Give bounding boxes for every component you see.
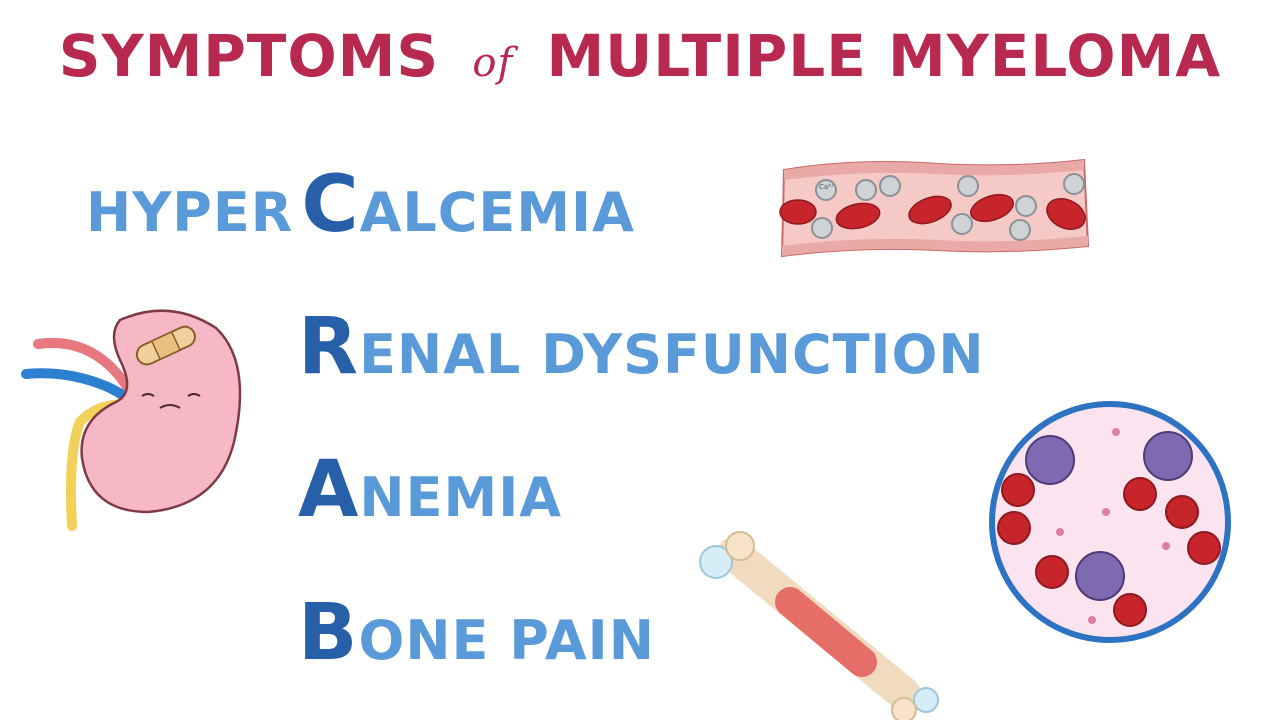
mnemonic-letter-b: B (298, 588, 359, 678)
symptom-rest: ENAL DYSFUNCTION (359, 323, 985, 386)
blood-vessel-illustration (779, 158, 1090, 258)
title-connector: of (472, 40, 514, 86)
symptom-rest: ALCEMIA (359, 181, 635, 244)
title-main-1: SYMPTOMS (58, 22, 440, 90)
symptom-rest: NEMIA (359, 466, 563, 529)
mnemonic-letter-r: R (298, 302, 360, 392)
symptom-anemia: ANEMIA (298, 445, 562, 535)
blood-smear-illustration (989, 401, 1231, 643)
symptom-rest: ONE PAIN (358, 609, 655, 672)
symptom-bone-pain: BONE PAIN (298, 588, 655, 678)
kidney-illustration (21, 309, 242, 531)
title-main-2: MULTIPLE MYELOMA (546, 22, 1222, 90)
mnemonic-letter-c: C (301, 160, 360, 250)
mnemonic-letter-a: A (298, 445, 360, 535)
symptom-renal-dysfunction: RENAL DYSFUNCTION (298, 302, 985, 392)
bone-illustration (699, 531, 939, 720)
calcium-ion-label: Ca²⁺ (819, 183, 835, 191)
page-title: SYMPTOMS of MULTIPLE MYELOMA (0, 22, 1280, 90)
symptom-prefix: HYPER (86, 181, 294, 244)
